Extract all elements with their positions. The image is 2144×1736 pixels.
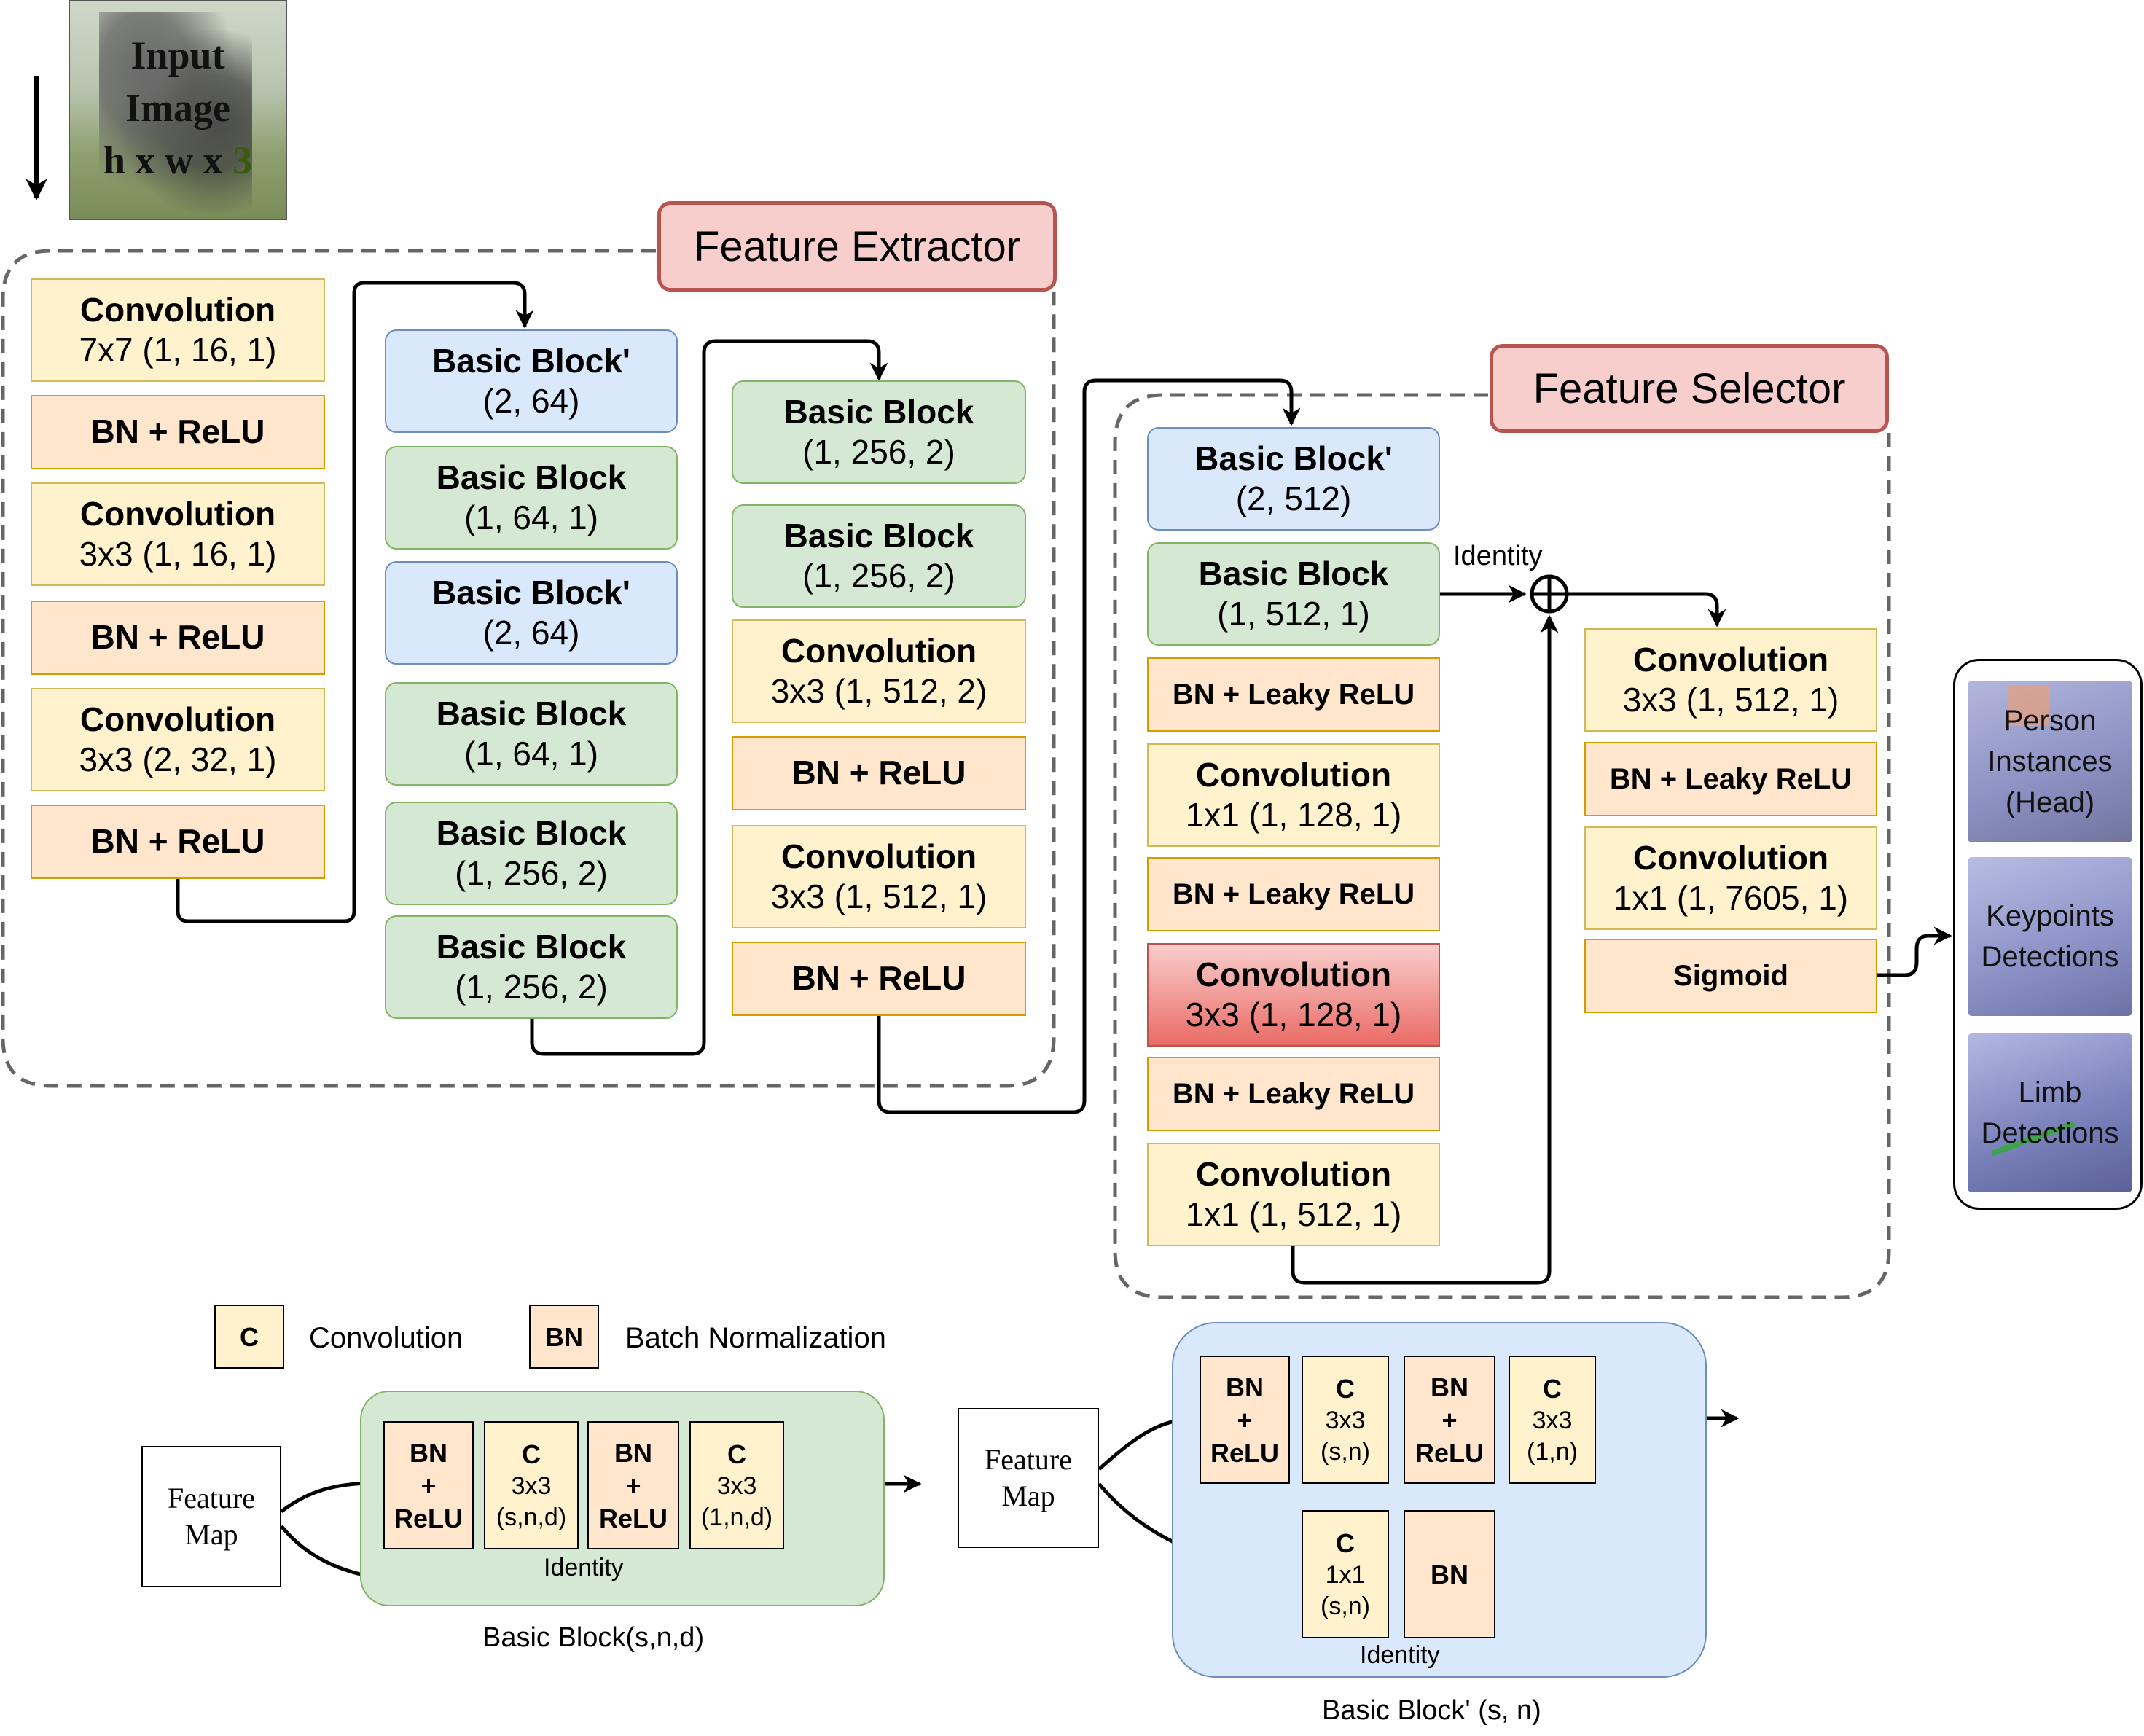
fe-col3-basic-block-1: Basic Block(1, 256, 2) xyxy=(732,380,1026,484)
output-keypoints-l1: Keypoints xyxy=(1986,900,2114,932)
feature-selector-title: Feature Selector xyxy=(1490,344,1889,433)
bb-identity-label: Identity xyxy=(544,1554,624,1581)
input-title-line2: Image xyxy=(125,86,230,130)
fs-col5-sigmoid: Sigmoid xyxy=(1584,939,1877,1013)
identity-label: Identity xyxy=(1453,541,1543,571)
head-box-icon xyxy=(2008,685,2049,726)
fe-col3-bn-1: BN + ReLU xyxy=(732,736,1026,810)
fe-col2-basic-block-prime-2: Basic Block'(2, 64) xyxy=(385,561,678,665)
fe-col3-basic-block-2: Basic Block(1, 256, 2) xyxy=(732,504,1026,608)
bb-caption: Basic Block(s,n,d) xyxy=(482,1622,705,1653)
legend-conv-label: Convolution xyxy=(309,1322,463,1354)
fe-col2-basic-block-4: Basic Block(1, 256, 2) xyxy=(385,915,678,1019)
col2-to-col3 xyxy=(530,339,888,1056)
input-figures xyxy=(99,12,252,213)
output-person-l1: Person xyxy=(2003,705,2097,737)
output-person-l2: Instances xyxy=(1987,746,2113,778)
input-shape: h x w x 3 xyxy=(103,138,253,182)
bb-bn-relu-1: BN+ReLU xyxy=(383,1421,474,1549)
bbp-identity-label: Identity xyxy=(1360,1641,1440,1669)
feature-selector-outline xyxy=(1113,393,1891,1299)
fe-col2-basic-block-1: Basic Block(1, 64, 1) xyxy=(385,446,678,550)
output-keypoints-l2: Detections xyxy=(1981,941,2119,973)
legend-bn-label: Batch Normalization xyxy=(625,1322,886,1354)
fe-col1-bn-2: BN + ReLU xyxy=(31,601,325,675)
output-person-l3: (Head) xyxy=(2005,786,2095,818)
fs-col4-basic-block-prime: Basic Block'(2, 512) xyxy=(1147,427,1440,531)
fe-col3-bn-2: BN + ReLU xyxy=(732,942,1026,1016)
residual-line xyxy=(1291,614,1559,1285)
input-image: Input Image h x w x 3 xyxy=(69,0,287,220)
fs-col4-basic-block: Basic Block(1, 512, 1) xyxy=(1147,542,1440,646)
output-limb-l2: Detections xyxy=(1981,1117,2119,1149)
fe-col2-basic-block-2: Basic Block(1, 64, 1) xyxy=(385,682,678,786)
bbp-caption: Basic Block' (s, n) xyxy=(1322,1695,1541,1726)
fs-col5-bn: BN + Leaky ReLU xyxy=(1584,742,1877,816)
fe-col1-bn-3: BN + ReLU xyxy=(31,805,325,879)
bbp-bn-shortcut: BN xyxy=(1404,1510,1495,1638)
fs-col4-bn-2: BN + Leaky ReLU xyxy=(1147,857,1440,931)
fs-col4-bn-1: BN + Leaky ReLU xyxy=(1147,657,1440,732)
legend-conv-key: C xyxy=(214,1305,284,1369)
bbp-bn-relu-2: BN+ReLU xyxy=(1404,1356,1495,1484)
fe-col2-basic-block-3: Basic Block(1, 256, 2) xyxy=(385,802,678,905)
col1-to-col2 xyxy=(176,281,534,923)
bbp-bn-relu-1: BN+ReLU xyxy=(1200,1356,1290,1484)
col3-to-col4 xyxy=(877,378,1301,1114)
input-title-line1: Input xyxy=(130,34,225,77)
fs-col4-bn-3: BN + Leaky ReLU xyxy=(1147,1057,1440,1131)
feature-extractor-outline xyxy=(1,249,1056,1088)
add-to-col5 xyxy=(1567,592,1726,627)
legend-bn-key: BN xyxy=(529,1305,599,1369)
output-limb-l1: Limb xyxy=(2018,1076,2082,1109)
bb-bn-relu-2: BN+ReLU xyxy=(587,1421,679,1549)
fe-col1-bn-1: BN + ReLU xyxy=(31,395,325,469)
fe-col2-basic-block-prime-1: Basic Block'(2, 64) xyxy=(385,329,678,433)
sigmoid-to-outputs xyxy=(1877,926,1952,977)
feature-extractor-title: Feature Extractor xyxy=(657,201,1057,292)
